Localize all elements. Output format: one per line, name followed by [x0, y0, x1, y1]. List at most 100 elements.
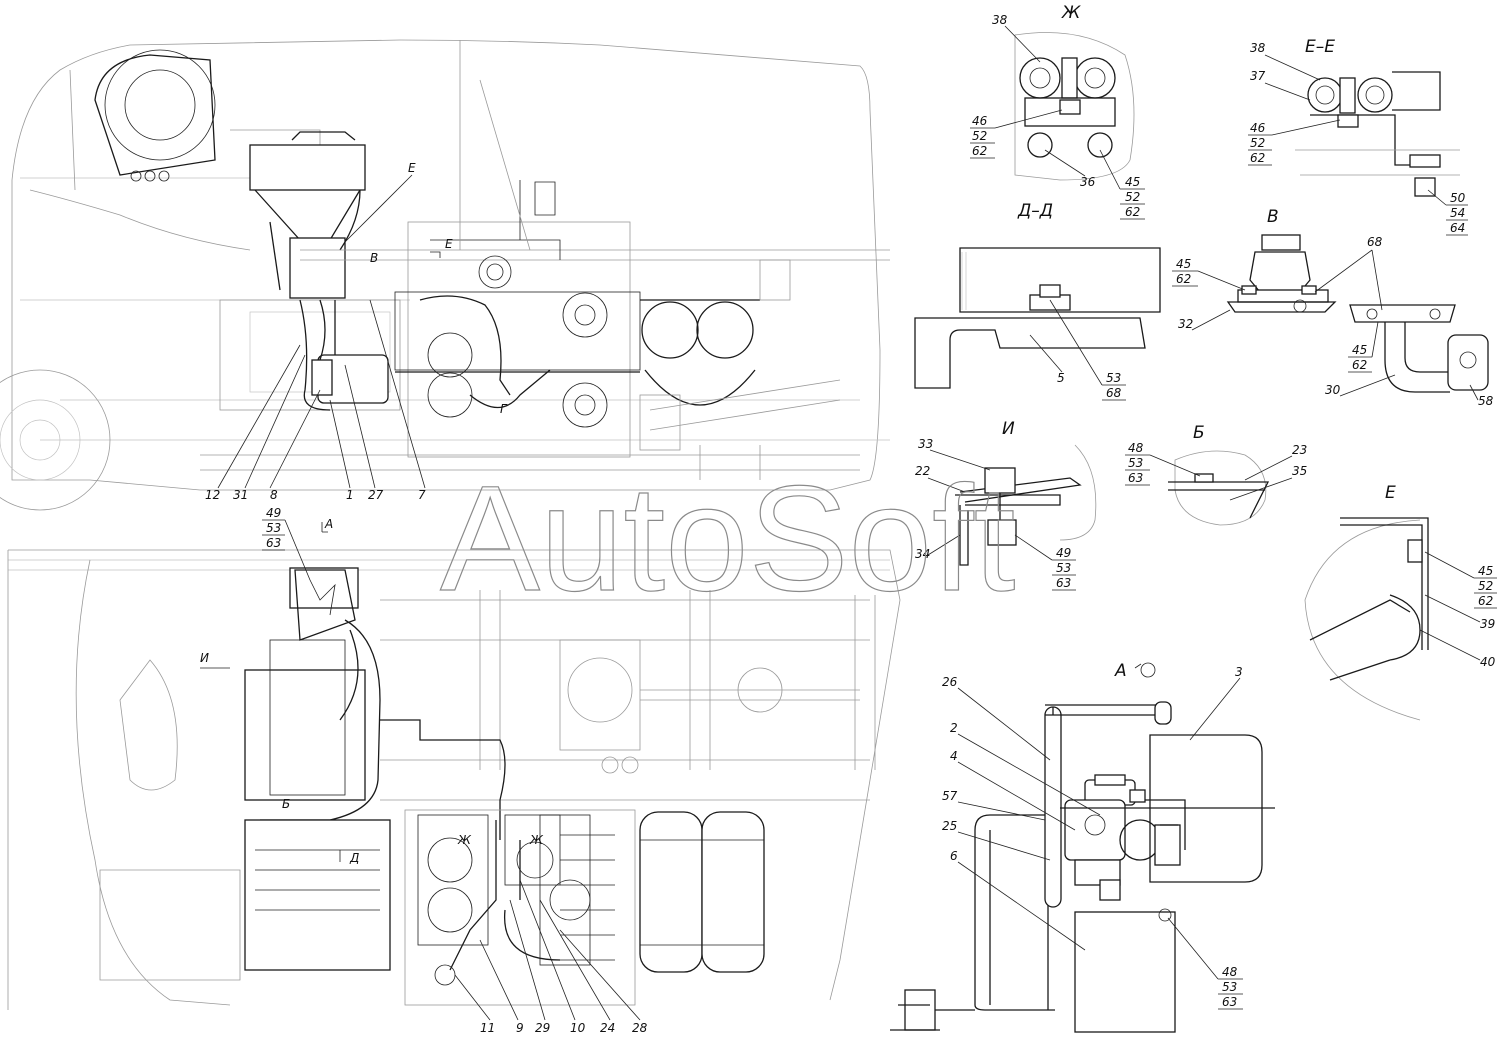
- a-callout-3: 3: [1235, 665, 1243, 679]
- detail-e: Е 45 52 62 39 40: [1304, 483, 1497, 721]
- i-callout-33: 33: [918, 437, 933, 451]
- svg-text:45: 45: [1352, 343, 1367, 357]
- v-callout-32: 32: [1178, 317, 1193, 331]
- a-callout-4: 4: [950, 749, 958, 763]
- marker-b: Б: [282, 797, 290, 811]
- dd-callout-5: 5: [1057, 371, 1065, 385]
- svg-text:52: 52: [1125, 190, 1140, 204]
- e-callout-40: 40: [1480, 655, 1496, 669]
- svg-text:52: 52: [972, 129, 987, 143]
- ee-callout-38: 38: [1250, 41, 1266, 55]
- marker-e: Е: [408, 161, 416, 175]
- detail-i-title: И: [1002, 419, 1015, 439]
- svg-text:53: 53: [266, 521, 281, 535]
- svg-text:64: 64: [1450, 221, 1465, 235]
- svg-text:63: 63: [1056, 576, 1071, 590]
- main-top-markers: Е В Г Е: [344, 161, 508, 416]
- svg-text:46: 46: [972, 114, 988, 128]
- callout-8: 8: [270, 488, 278, 502]
- callout-28: 28: [632, 1021, 648, 1035]
- detail-b-title: Б: [1193, 423, 1205, 443]
- zh-callout-38: 38: [992, 13, 1008, 27]
- callout-27: 27: [368, 488, 384, 502]
- detail-v: В 45 62 32 68 45 62 30 58: [1172, 207, 1494, 408]
- detail-a-title: А: [1114, 661, 1127, 681]
- svg-text:45: 45: [1176, 257, 1191, 271]
- callout-11: 11: [480, 1021, 495, 1035]
- e-callout-39: 39: [1480, 617, 1495, 631]
- svg-text:53: 53: [1128, 456, 1143, 470]
- svg-text:49: 49: [1056, 546, 1071, 560]
- callouts-main-bottom: 11 9 29 10 24 28: [454, 879, 648, 1035]
- a-callout-6: 6: [950, 849, 958, 863]
- callout-24: 24: [600, 1021, 615, 1035]
- callout-1: 1: [346, 488, 354, 502]
- main-side-view: [0, 39, 890, 511]
- svg-text:49: 49: [266, 506, 281, 520]
- svg-text:63: 63: [266, 536, 281, 550]
- marker-zh1: Ж: [457, 833, 472, 847]
- svg-text:48: 48: [1128, 441, 1144, 455]
- main-plan-view: [7, 549, 901, 1010]
- svg-text:48: 48: [1222, 965, 1238, 979]
- v-callout-58: 58: [1478, 394, 1494, 408]
- detail-dd-title: Д–Д: [1017, 201, 1053, 221]
- svg-text:62: 62: [1176, 272, 1191, 286]
- callout-stack-main-a: 49 53 63: [262, 506, 311, 581]
- detail-v-title: В: [1267, 207, 1279, 227]
- callout-29: 29: [535, 1021, 550, 1035]
- a-callout-25: 25: [942, 819, 957, 833]
- v-callout-30: 30: [1325, 383, 1341, 397]
- svg-text:62: 62: [972, 144, 987, 158]
- marker-g: Г: [500, 402, 508, 416]
- callout-12: 12: [205, 488, 220, 502]
- detail-a: А 26 2 4: [890, 661, 1275, 1033]
- detail-dd: Д–Д 5 53 68: [914, 201, 1161, 401]
- b-callout-23: 23: [1292, 443, 1307, 457]
- detail-ee: Е–Е 38 37 46 52 62 50 54 64: [1248, 37, 1468, 236]
- svg-text:62: 62: [1250, 151, 1265, 165]
- watermark: AutoSoft: [440, 454, 1015, 622]
- svg-text:45: 45: [1125, 175, 1140, 189]
- i-callout-34: 34: [915, 547, 930, 561]
- svg-text:46: 46: [1250, 121, 1266, 135]
- svg-text:62: 62: [1478, 594, 1493, 608]
- marker-e-small: Е: [445, 237, 453, 251]
- svg-text:54: 54: [1450, 206, 1465, 220]
- svg-text:62: 62: [1125, 205, 1140, 219]
- svg-text:68: 68: [1106, 386, 1122, 400]
- b-callout-35: 35: [1292, 464, 1307, 478]
- a-callout-2: 2: [950, 721, 958, 735]
- detail-b: Б 48 53 63 23 35: [1125, 423, 1307, 526]
- svg-text:53: 53: [1056, 561, 1071, 575]
- marker-a: А: [324, 517, 333, 531]
- ee-callout-37: 37: [1250, 69, 1266, 83]
- callout-31: 31: [233, 488, 248, 502]
- svg-text:53: 53: [1106, 371, 1121, 385]
- svg-text:45: 45: [1478, 564, 1493, 578]
- svg-text:52: 52: [1250, 136, 1265, 150]
- detail-zh: Ж 38 46 52 62 36 45 52 62: [970, 3, 1145, 220]
- a-callout-57: 57: [942, 789, 958, 803]
- svg-text:52: 52: [1478, 579, 1493, 593]
- marker-i: И: [200, 651, 209, 665]
- svg-text:50: 50: [1450, 191, 1466, 205]
- detail-i: И 33 22 34 49 53 63: [915, 419, 1097, 591]
- marker-v: В: [370, 251, 378, 265]
- callout-9: 9: [516, 1021, 524, 1035]
- zh-callout-36: 36: [1080, 175, 1096, 189]
- marker-zh2: Ж: [529, 833, 544, 847]
- callout-7: 7: [418, 488, 426, 502]
- a-callout-26: 26: [942, 675, 958, 689]
- marker-d: Д: [349, 851, 359, 865]
- svg-text:53: 53: [1222, 980, 1237, 994]
- callouts-main-top: 12 31 8 1 27 7: [205, 299, 426, 502]
- svg-text:63: 63: [1128, 471, 1143, 485]
- svg-text:62: 62: [1352, 358, 1367, 372]
- detail-e-title: Е: [1385, 483, 1396, 503]
- detail-zh-title: Ж: [1061, 3, 1081, 23]
- i-callout-22: 22: [915, 464, 930, 478]
- svg-text:63: 63: [1222, 995, 1237, 1009]
- main-plan-markers: А И Б Д Ж Ж: [200, 517, 544, 865]
